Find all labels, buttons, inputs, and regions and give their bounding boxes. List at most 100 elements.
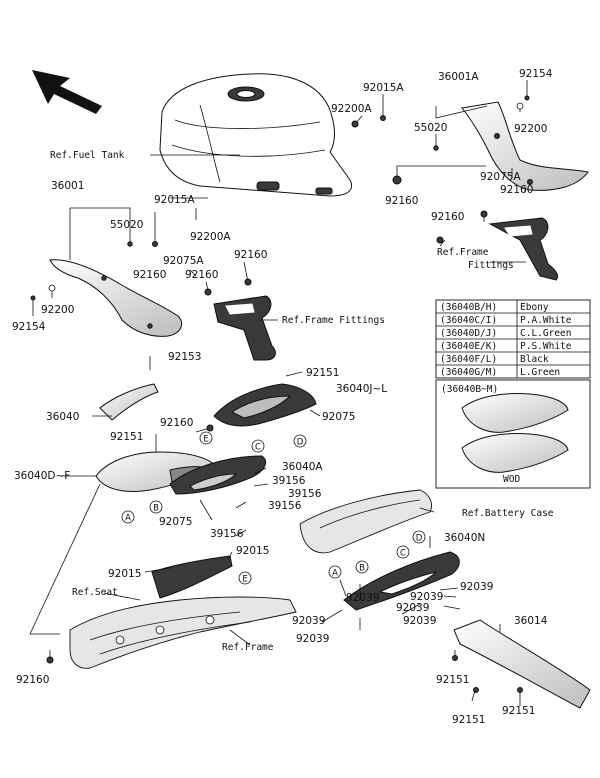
direction-arrow-icon [32,70,102,114]
callout-92039-b: 92039 [410,591,443,603]
ref-seat: Ref.Seat [72,587,118,598]
ref-letter-D1: D [297,438,304,448]
callout-92160-m: 92160 [160,417,193,429]
color-name-4: Black [520,354,549,365]
stay-plate-drawing [151,555,233,599]
callout-39156-a: 39156 [272,475,306,487]
callout-92039-c: 92039 [396,602,429,614]
callout-92015-b: 92015 [108,568,141,580]
ref-battery-case: Ref.Battery Case [462,508,554,519]
ref-fuel-tank: Ref.Fuel Tank [50,150,125,161]
color-code-4: (36040F/L) [440,354,497,365]
under-tray-36040N-drawing [343,551,460,611]
ref-frame-fittings-right-2: Fittings [468,260,514,271]
callout-92039-a: 92039 [460,581,493,593]
color-name-3: P.S.White [520,341,572,352]
callout-92039-e: 92039 [292,615,325,627]
callout-55020-top: 55020 [414,122,447,134]
variant-inset-box: (36040B~M) WOD [435,379,591,489]
callout-92151-e: 92151 [502,705,535,717]
ref-letter-A2: A [332,569,338,579]
callout-92039-f: 92039 [403,615,436,627]
tail-cover-36040A-drawing [169,455,266,495]
callout-92154-left: 92154 [12,321,46,333]
color-code-2: (36040D/J) [440,328,497,339]
callout-92075A-right: 92075A [480,171,521,183]
callout-36001: 36001 [51,180,84,192]
inset-title: (36040B~M) [441,384,498,395]
callout-92015A-top: 92015A [363,82,404,94]
callout-92160-r2: 92160 [385,195,418,207]
callout-92160-r1: 92160 [500,184,533,196]
callout-92151-d: 92151 [452,714,485,726]
callout-92015-a: 92015 [236,545,269,557]
ref-letter-D2: D [416,534,423,544]
callout-92151-b: 92151 [110,431,143,443]
callout-92039-g: 92039 [296,633,329,645]
color-name-1: P.A.White [520,315,572,326]
callout-36001A: 36001A [438,71,479,83]
fastener-dots [30,95,530,693]
fuel-tank-drawing [159,73,353,197]
callout-92200A-left: 92200A [190,231,231,243]
frame-fitting-mid-drawing [213,295,276,361]
side-cover-right-drawing [461,101,589,191]
callout-92075-b: 92075 [159,516,192,528]
callout-92075-m: 92075 [322,411,355,423]
callout-92160-l3: 92160 [234,249,267,261]
tail-cover-36040JL-drawing [213,383,317,427]
callout-39156-b: 39156 [288,488,322,500]
rear-fender-36014-drawing [453,619,591,709]
ref-frame-fittings-right-1: Ref.Frame [437,247,489,258]
color-name-0: Ebony [520,302,549,313]
seat-cowl-small-drawing [99,383,159,421]
battery-case-drawing [299,489,432,554]
inset-caption: WOD [503,474,520,485]
ref-frame: Ref.Frame [222,642,274,653]
ref-frame-fittings-mid: Ref.Frame Fittings [282,315,385,326]
callout-39156-c: 39156 [268,500,302,512]
callout-92151-a: 92151 [306,367,339,379]
rear-frame-drawing [69,596,297,669]
callout-36040DF: 36040D~F [14,470,70,482]
color-code-0: (36040B/H) [440,302,497,313]
callout-39156-d: 39156 [210,528,244,540]
callout-36040: 36040 [46,411,79,423]
ref-letter-C1: C [255,443,261,453]
side-cover-left-drawing [49,259,183,337]
callout-92160-r3: 92160 [431,211,464,223]
ref-letter-B2: B [359,564,365,574]
frame-fitting-right-drawing [488,217,559,281]
color-name-2: C.L.Green [520,328,571,339]
callout-36014: 36014 [514,615,548,627]
callout-92160-l2: 92160 [185,269,218,281]
callout-92151-c: 92151 [436,674,469,686]
callout-92154-top: 92154 [519,68,553,80]
ref-letter-E1: E [203,435,208,445]
callout-92200-left: 92200 [41,304,74,316]
callout-55020-left: 55020 [110,219,143,231]
color-code-table: (36040B/H) Ebony (36040C/I) P.A.White (3… [435,299,591,379]
callout-92160-bottom: 92160 [16,674,49,686]
reference-letter-markers: E C D A B E A B C D [121,431,426,585]
color-name-5: L.Green [520,367,560,378]
callout-92160-l1: 92160 [133,269,166,281]
color-code-3: (36040E/K) [440,341,497,352]
color-code-1: (36040C/I) [440,315,497,326]
callout-92200-top: 92200 [514,123,547,135]
callout-92015A-left: 92015A [154,194,195,206]
ref-letter-B1: B [153,504,159,514]
callout-36040A: 36040A [282,461,323,473]
inset-cover-drawing [461,393,569,473]
callout-labels: 92015A 36001A 92154 92200A 55020 92200 R… [12,68,554,726]
callout-92153: 92153 [168,351,201,363]
leader-lines [29,80,528,706]
ref-letter-E2: E [242,575,247,585]
ref-letter-A1: A [125,514,131,524]
callout-36040JL: 36040J~L [336,383,387,395]
color-code-5: (36040G/M) [440,367,497,378]
callout-36040N: 36040N [444,532,485,544]
callout-92039-d: 92039 [346,592,379,604]
